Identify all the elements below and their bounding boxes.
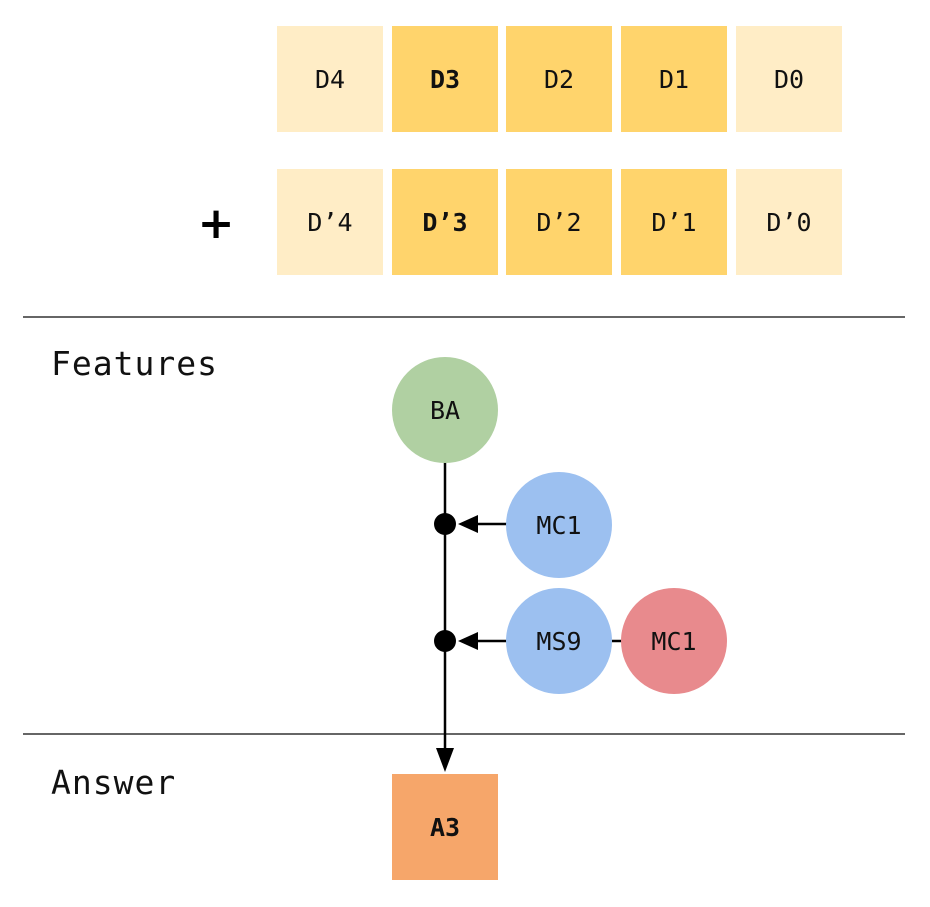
digit-cell-d-prime-0: D’0 (736, 169, 842, 275)
answer-node: A3 (392, 774, 498, 880)
node-mc1-input: MC1 (506, 472, 612, 578)
answer-arrow-head (436, 748, 454, 772)
node-mc1-linked: MC1 (621, 588, 727, 694)
digit-cell-d-prime-4: D’4 (277, 169, 383, 275)
node-ba-circle (392, 357, 498, 463)
digit-cell-d4: D4 (277, 26, 383, 132)
digit-cell-d-prime-2: D’2 (506, 169, 612, 275)
node-mc1-input-label: MC1 (536, 511, 581, 540)
junction-dot-2 (434, 630, 456, 652)
node-ba-label: BA (430, 396, 460, 425)
digit-cell-d3: D3 (392, 26, 498, 132)
node-mc1-linked-circle (621, 588, 727, 694)
plus-operator: + (197, 198, 235, 249)
arrow-head-mc1 (458, 515, 478, 533)
digit-cell-d0: D0 (736, 26, 842, 132)
node-ms9: MS9 (506, 588, 612, 694)
junction-dot-1 (434, 513, 456, 535)
answer-box (392, 774, 498, 880)
digit-cell-d-prime-3: D’3 (392, 169, 498, 275)
features-label: Features (51, 344, 218, 383)
arrow-head-ms9 (458, 632, 478, 650)
node-ms9-circle (506, 588, 612, 694)
divider-bottom (23, 733, 905, 735)
answer-box-label: A3 (430, 813, 460, 842)
node-mc1-linked-label: MC1 (651, 627, 696, 656)
digit-cell-d1: D1 (621, 26, 727, 132)
node-mc1-input-circle (506, 472, 612, 578)
answer-label: Answer (51, 763, 177, 802)
node-ms9-label: MS9 (536, 627, 581, 656)
digit-cell-d2: D2 (506, 26, 612, 132)
divider-top (23, 316, 905, 318)
node-ba: BA (392, 357, 498, 463)
digit-cell-d-prime-1: D’1 (621, 169, 727, 275)
